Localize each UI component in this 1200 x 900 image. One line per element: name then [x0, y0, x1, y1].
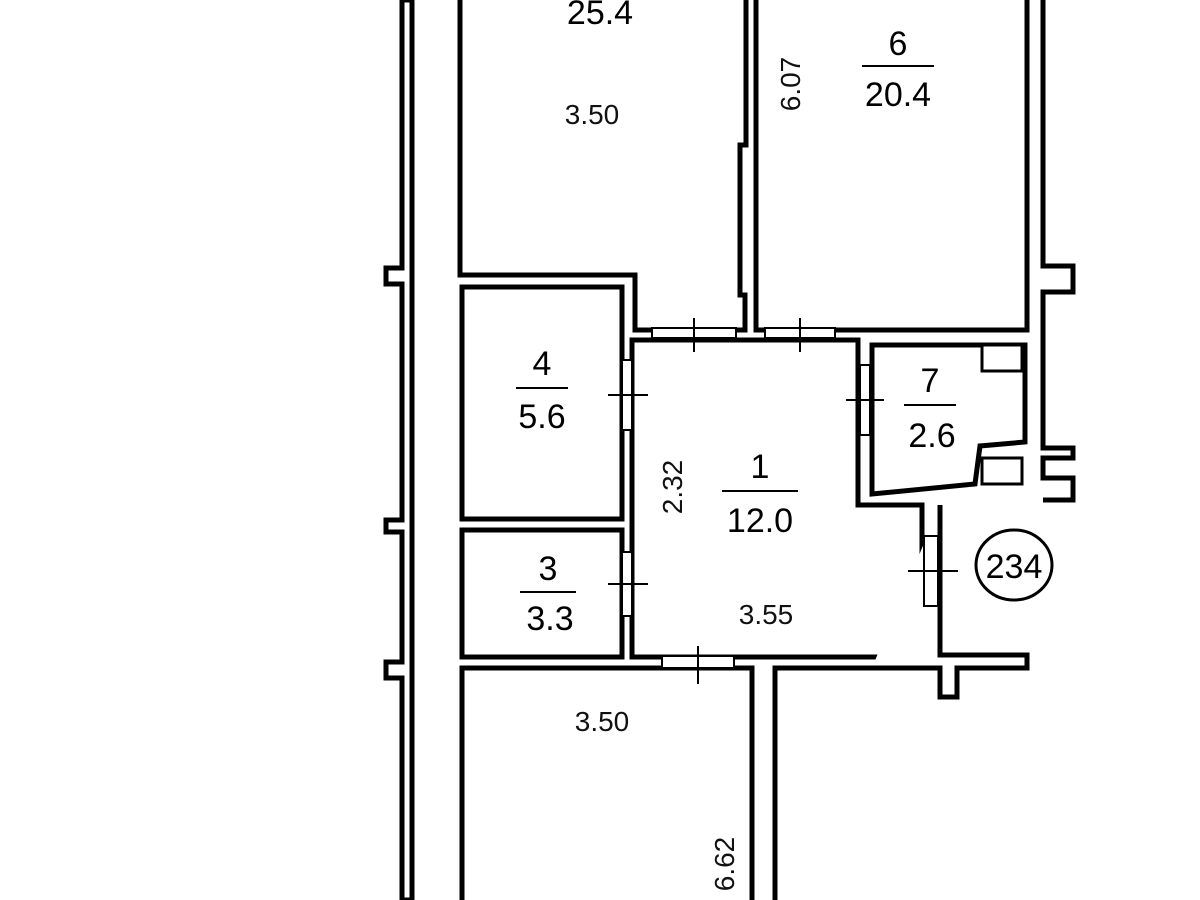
room-6-number: 6: [889, 25, 908, 63]
dimension-bottom-width: 3.50: [575, 706, 630, 737]
room-7-number: 7: [921, 362, 940, 400]
room-bottom-outline: [459, 665, 755, 900]
door-entrance: [908, 535, 958, 607]
door-top-left: [651, 318, 737, 352]
door-bottom: [661, 646, 735, 684]
outer-right-wall: [1040, 0, 1076, 503]
apartment-number-badge: 234: [974, 528, 1054, 602]
dimension-hall-width: 3.55: [739, 599, 794, 630]
door-room-3: [608, 551, 648, 617]
room-top-left-outline: [457, 0, 749, 333]
room-1-area: 12.0: [727, 502, 793, 540]
door-room-7: [846, 364, 884, 436]
right-partition: [772, 505, 1030, 900]
room-top-left-area: 25.4: [567, 0, 633, 32]
room-7-fixture-bottom: [980, 456, 1024, 486]
dimension-room-6-height: 6.07: [775, 57, 806, 112]
room-3-area: 3.3: [526, 600, 573, 638]
room-3-outline: [459, 527, 625, 660]
room-7-area: 2.6: [908, 417, 955, 455]
badge-text: 234: [986, 548, 1043, 586]
dimension-hall-height: 2.32: [657, 460, 688, 515]
room-6-area: 20.4: [865, 76, 931, 114]
room-4-area: 5.6: [518, 398, 565, 436]
room-7-fixture-top: [980, 343, 1024, 373]
room-6-outline: [753, 0, 1030, 333]
room-4-number: 4: [533, 345, 552, 383]
room-1-outline: [629, 337, 925, 660]
outer-left-wall: [383, 0, 415, 900]
door-room-6: [764, 318, 836, 352]
door-room-4: [608, 359, 648, 431]
room-1-number: 1: [751, 448, 770, 486]
dimension-bottom-height: 6.62: [709, 837, 740, 892]
dimension-top-left-width: 3.50: [565, 99, 620, 130]
room-3-number: 3: [539, 550, 558, 588]
room-7-outline: [869, 342, 1028, 497]
